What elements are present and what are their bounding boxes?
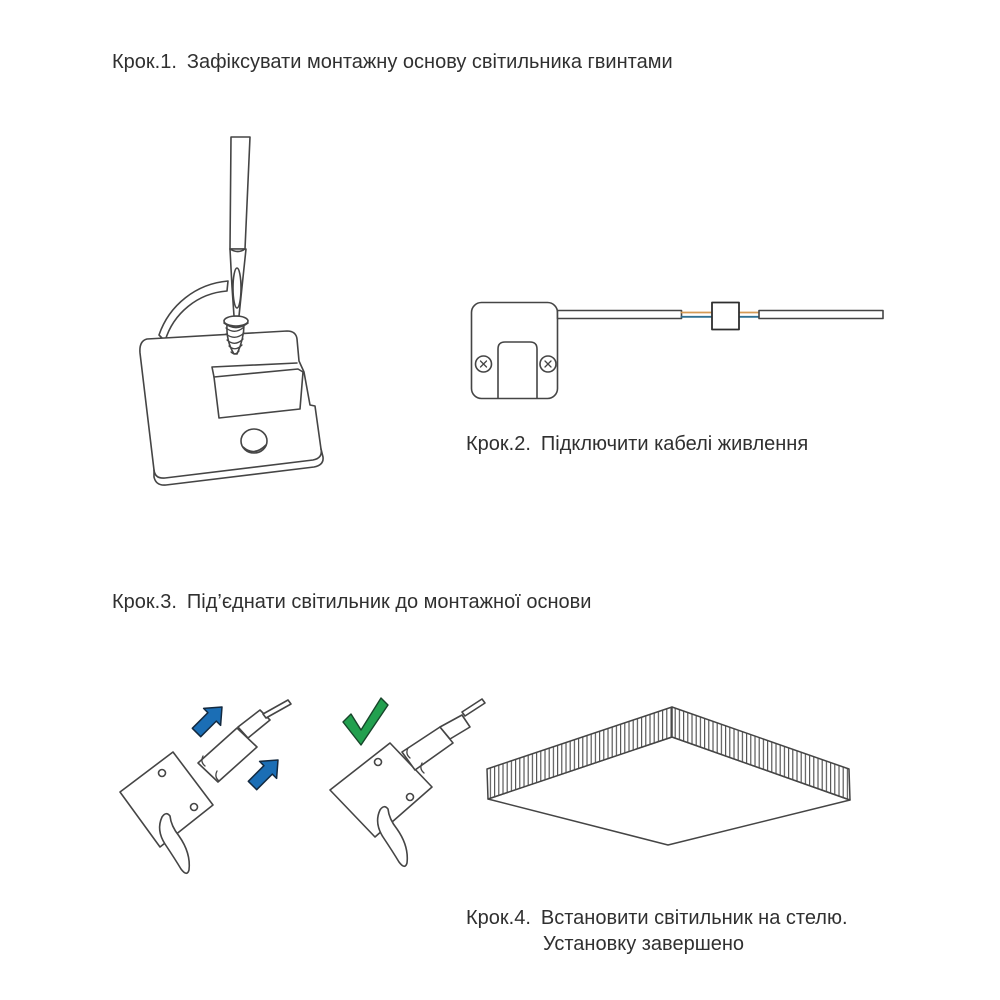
safety-strap xyxy=(158,812,191,875)
rotation-arc-icon xyxy=(158,280,229,342)
step3-text: Під’єднати світильник до монтажної основ… xyxy=(186,591,592,613)
lamp-connector-body xyxy=(401,726,454,771)
screw-icon xyxy=(474,355,493,373)
direction-arrow-icon xyxy=(247,759,279,791)
junction-box-cover xyxy=(497,341,538,399)
lamp-connector-neck xyxy=(237,709,271,739)
mounting-plate xyxy=(329,742,433,838)
step1-illustration xyxy=(115,125,395,520)
connector-approach-drawing xyxy=(119,699,292,875)
step4-illustration xyxy=(480,693,865,858)
step3-illustration-disconnected xyxy=(112,683,332,898)
plate-hole xyxy=(189,802,199,812)
step1-caption: Крок.1. Зафіксувати монтажну основу світи… xyxy=(112,49,673,75)
cable-hole xyxy=(240,428,268,454)
lamp-connector-pin xyxy=(262,699,292,719)
cable-right xyxy=(758,309,884,320)
plate-hole xyxy=(405,792,415,802)
mounting-plate xyxy=(119,751,214,848)
mounting-plate xyxy=(139,330,323,479)
step3-caption: Крок.3. Під’єднати світильник до монтажно… xyxy=(112,589,591,615)
connector-attached-drawing xyxy=(329,697,486,868)
step2-illustration xyxy=(458,293,893,413)
plate-slot xyxy=(211,362,298,378)
plate-hole xyxy=(157,768,167,778)
step3-label: Крок.3. xyxy=(112,591,177,613)
screwdriver-shaft xyxy=(229,136,251,250)
step1-text: Зафіксувати монтажну основу світильника … xyxy=(186,51,673,73)
step4-text: Встановити світильник на стелю. xyxy=(540,907,848,929)
step2-label: Крок.2. xyxy=(466,433,531,455)
step4-line1: Крок.4. Встановити світильник на стелю. xyxy=(466,905,848,931)
step2-text: Підключити кабелі живлення xyxy=(540,433,809,455)
screwdriver-mounting-base-drawing xyxy=(139,136,324,486)
junction-box xyxy=(470,301,559,400)
lamp-side-band-right xyxy=(671,706,851,801)
step4-line2: Установку завершено xyxy=(543,933,745,955)
cable-left xyxy=(556,309,683,320)
direction-arrow-icon xyxy=(191,706,223,738)
step1-label: Крок.1. xyxy=(112,51,177,73)
checkmark-icon xyxy=(342,697,389,746)
lamp-connector-pin xyxy=(461,698,486,717)
lamp-connector-neck xyxy=(439,714,471,740)
junction-box-cable-drawing xyxy=(470,301,884,400)
cable-connector xyxy=(711,301,740,331)
screw-icon xyxy=(539,355,557,373)
step3-illustration-connected xyxy=(328,678,493,898)
step2-caption: Крок.2. Підключити кабелі живлення xyxy=(466,431,808,457)
plate-hole xyxy=(373,757,383,767)
safety-strap xyxy=(376,805,409,868)
ceiling-lamp-drawing xyxy=(486,706,851,846)
step4-label: Крок.4. xyxy=(466,907,531,929)
step4-caption: Крок.4. Встановити світильник на стелю. У… xyxy=(466,905,848,957)
lamp-connector-body xyxy=(197,727,258,783)
